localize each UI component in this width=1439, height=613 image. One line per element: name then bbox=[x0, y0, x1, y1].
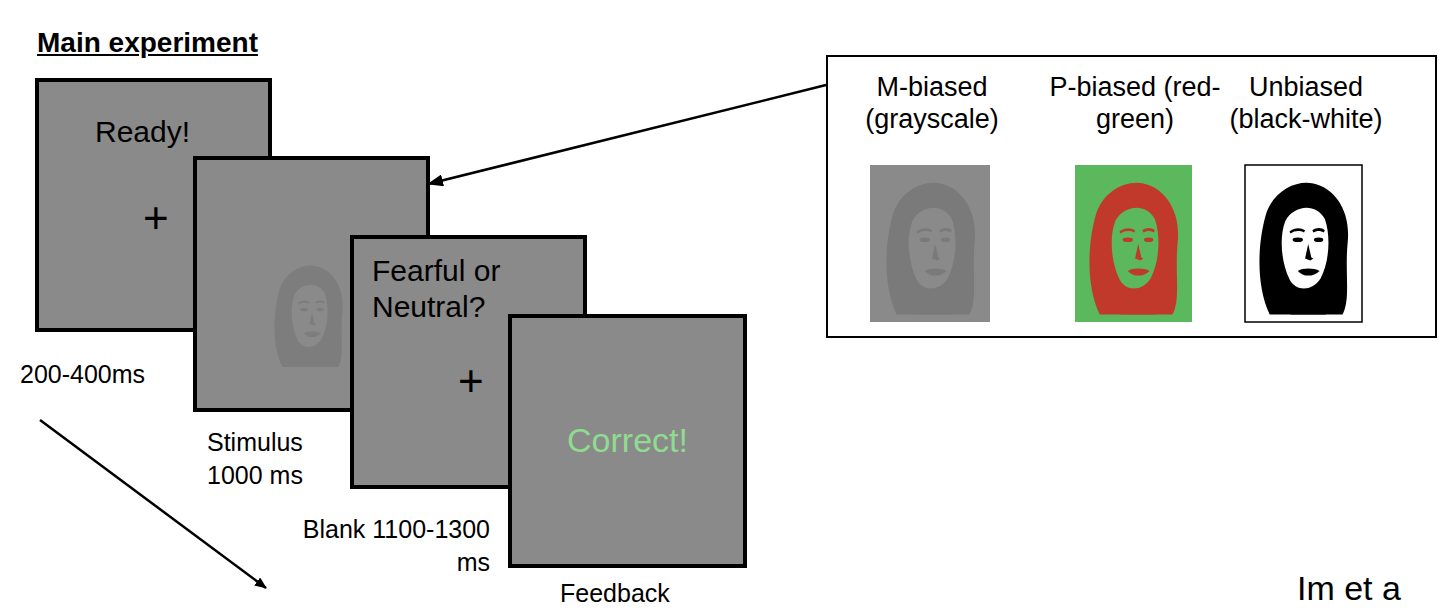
condition-label: M-biased (grayscale) bbox=[838, 71, 1026, 136]
condition-label: Unbiased (black-white) bbox=[1212, 71, 1400, 136]
inset-box: M-biased (grayscale)P-biased (red-green)… bbox=[826, 55, 1437, 338]
screen-text: Fearful or Neutral? bbox=[372, 253, 540, 325]
duration-label: 200-400ms bbox=[20, 359, 145, 389]
duration-label: Blank 1100-1300 ms bbox=[280, 513, 490, 578]
fixation-cross: + bbox=[458, 355, 484, 408]
screen-label: Feedback bbox=[560, 578, 670, 608]
screen-box: Correct!Feedback bbox=[510, 316, 745, 566]
condition-label: P-biased (red-green) bbox=[1041, 71, 1229, 136]
pointer-arrow bbox=[428, 85, 826, 184]
title: Main experiment bbox=[37, 26, 258, 60]
feedback-text: Correct! bbox=[510, 420, 745, 461]
citation-label: Im et a bbox=[1297, 568, 1401, 609]
screen-box: Ready!+200-400ms bbox=[37, 80, 270, 330]
duration-label: Stimulus 1000 ms bbox=[207, 426, 342, 491]
fixation-cross: + bbox=[143, 192, 169, 245]
screen-text: Ready! bbox=[95, 114, 190, 150]
screen-box: Fearful or Neutral?+Blank 1100-1300 ms bbox=[352, 237, 585, 487]
